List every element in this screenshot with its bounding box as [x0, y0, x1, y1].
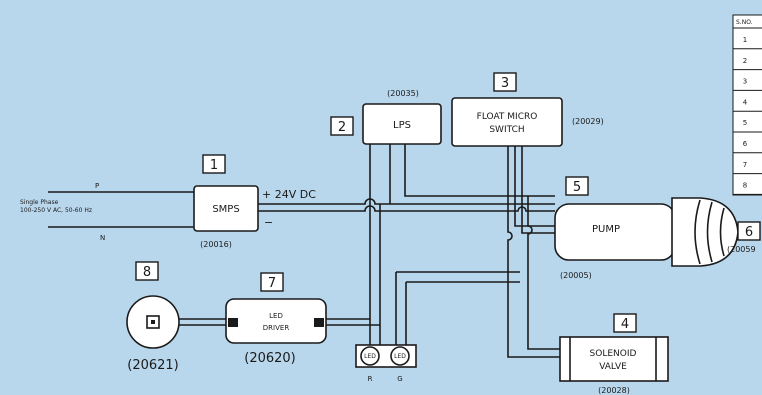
- lps-code: (20035): [387, 89, 419, 98]
- wire-24v-minus: [258, 205, 555, 212]
- smps-box: [193, 185, 259, 232]
- led-driver-number-box: [260, 272, 284, 292]
- light-number-box: [135, 261, 159, 281]
- float-switch-number-box: [493, 72, 517, 92]
- led-green-text: LED: [394, 353, 406, 360]
- led-driver-terminal-right: [314, 318, 324, 327]
- led-green-letter: G: [397, 375, 402, 383]
- float-switch-code: (20029): [572, 117, 604, 126]
- supply-labels: P N Single Phase 100-250 V AC, 50-60 Hz …: [20, 182, 316, 242]
- minus-label: −: [264, 216, 273, 229]
- supply-phase-line1: Single Phase: [20, 199, 59, 206]
- smps-number: 1: [210, 158, 218, 173]
- wire-float-1: [514, 146, 555, 227]
- float-switch-block[interactable]: 3 FLOAT MICRO SWITCH (20029): [451, 72, 604, 147]
- smps-block[interactable]: 1 SMPS (20016): [193, 154, 259, 249]
- solenoid-block[interactable]: 4 SOLENOID VALVE (20028): [559, 313, 669, 395]
- led-indicators: LED LED R G: [355, 344, 417, 383]
- led-red-circle: [360, 346, 380, 366]
- led-driver-label-1: LED: [269, 312, 283, 320]
- lps-number: 2: [338, 120, 346, 135]
- wire-bus-c: [395, 271, 520, 345]
- pump-head: [671, 197, 739, 267]
- led-driver-code: (20620): [244, 351, 296, 366]
- sno-table: S.NO. 1 2 3 4 5 6 7 8: [732, 14, 762, 196]
- wire-solenoid-1: [507, 146, 560, 358]
- lps-number-box: [330, 116, 354, 136]
- solenoid-box: [559, 336, 669, 382]
- led-driver-number: 7: [268, 276, 276, 291]
- solenoid-number-box: [613, 313, 637, 333]
- solenoid-code: (20028): [598, 386, 630, 395]
- float-switch-label-1: FLOAT MICRO: [477, 112, 538, 122]
- sno-table-rows: 1 2 3 4 5 6 7 8: [733, 36, 762, 195]
- unit6-number: 6: [745, 225, 753, 240]
- solenoid-label-2: VALVE: [599, 362, 627, 372]
- sno-row-number: 1: [743, 36, 747, 44]
- light-number: 8: [143, 265, 151, 280]
- sno-row-number: 4: [743, 98, 748, 106]
- pump-code: (20005): [560, 271, 592, 280]
- pump-label: PUMP: [592, 224, 620, 235]
- wire-lps-out: [404, 144, 555, 197]
- float-switch-box: [451, 97, 563, 147]
- sno-table-bg: [732, 14, 762, 196]
- smps-code: (20016): [200, 240, 232, 249]
- wire-float-2: [521, 146, 555, 234]
- smps-number-box: [202, 154, 226, 174]
- float-switch-label-2: SWITCH: [489, 125, 524, 135]
- neutral-n-label: N: [100, 234, 105, 242]
- led-driver-label-2: DRIVER: [263, 324, 290, 332]
- phase-p-label: P: [95, 182, 99, 190]
- wire-solenoid-2: [527, 196, 560, 350]
- unit6-block[interactable]: 6 (20059: [727, 221, 761, 254]
- led-driver-box: [225, 298, 327, 344]
- sno-row-number: 5: [743, 119, 747, 127]
- light-code: (20621): [127, 358, 179, 373]
- unit6-code: (20059: [727, 245, 756, 254]
- unit6-number-box: [737, 221, 761, 241]
- led-green-circle: [390, 346, 410, 366]
- sno-row-number: 8: [743, 182, 747, 190]
- lps-block[interactable]: (20035) 2 LPS: [330, 89, 442, 145]
- supply-phase-line2: 100-250 V AC, 50-60 Hz: [20, 207, 92, 214]
- led-red-letter: R: [368, 375, 373, 383]
- led-red-text: LED: [364, 353, 376, 360]
- pump-number: 5: [573, 180, 581, 195]
- led-driver-block[interactable]: 7 LED DRIVER (20620): [225, 272, 327, 366]
- pump-number-box: [565, 176, 589, 196]
- solenoid-number: 4: [621, 317, 629, 332]
- pump-block[interactable]: 5 PUMP (20005): [554, 176, 739, 280]
- sno-row-number: 7: [743, 161, 747, 169]
- pump-head-ribs: [694, 199, 725, 265]
- float-switch-number: 3: [501, 76, 509, 91]
- lps-label: LPS: [393, 120, 411, 131]
- smps-label: SMPS: [212, 204, 239, 215]
- light-center-dot: [151, 320, 155, 324]
- wires: [48, 144, 560, 358]
- plus-24v-label: + 24V DC: [262, 188, 316, 201]
- lps-box: [362, 103, 442, 145]
- solenoid-label-1: SOLENOID: [590, 349, 637, 359]
- sno-row-number: 3: [743, 78, 747, 86]
- light-block[interactable]: 8 (20621): [126, 261, 180, 373]
- wire-bus-d: [405, 281, 520, 345]
- sno-table-header: S.NO.: [736, 19, 753, 26]
- sno-row-number: 2: [743, 57, 747, 65]
- led-driver-terminal-left: [228, 318, 238, 327]
- sno-row-number: 6: [743, 140, 748, 148]
